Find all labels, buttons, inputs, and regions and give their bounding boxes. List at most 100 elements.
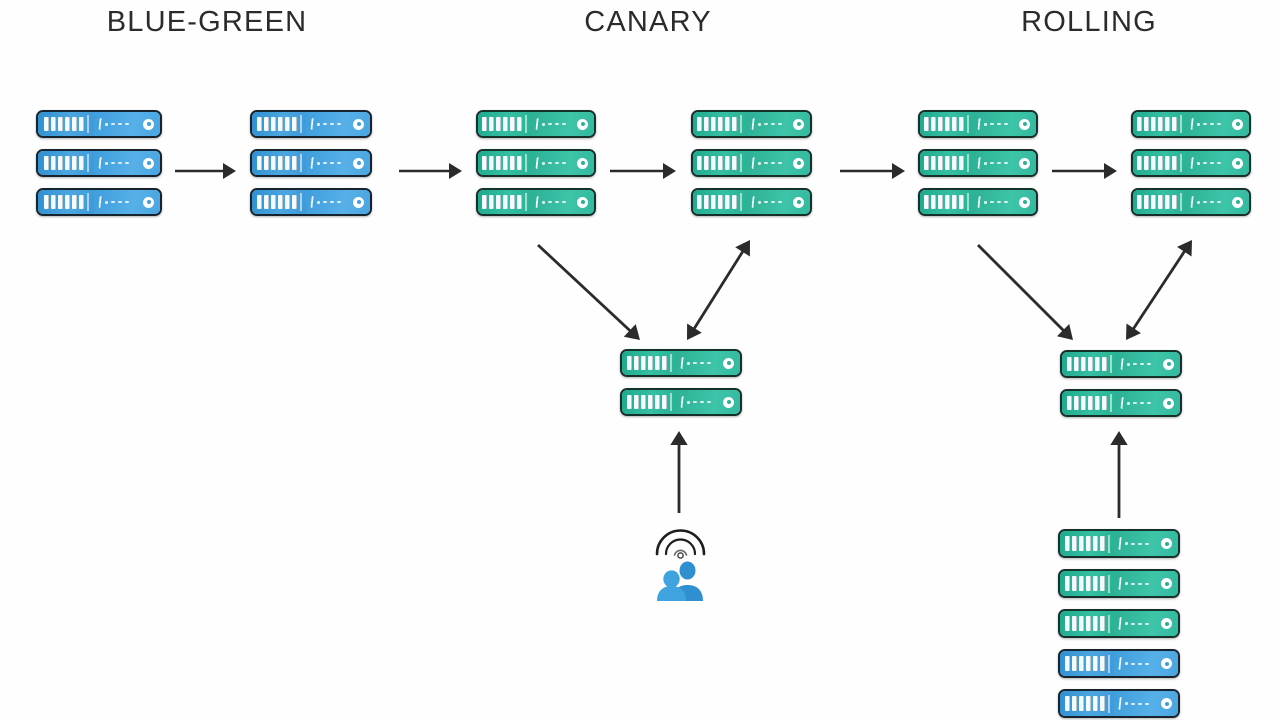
server-icon: [620, 349, 742, 377]
power-button-core: [146, 122, 151, 126]
drive-bay: [945, 117, 951, 131]
server-icon: [1058, 569, 1180, 598]
status-led: [1138, 662, 1143, 665]
drive-bay: [1085, 696, 1091, 711]
server-drive-bays: [920, 112, 974, 136]
status-led: [1138, 622, 1143, 625]
server-drive-bays: [1060, 531, 1115, 556]
status-leds: [317, 122, 350, 126]
server-drive-bays: [693, 151, 747, 175]
drive-bay: [704, 156, 710, 170]
power-button-core: [580, 122, 585, 126]
status-led: [330, 123, 335, 125]
status-led: [990, 201, 995, 203]
server-drive-bays: [1133, 151, 1187, 175]
drive-bay: [1101, 396, 1107, 410]
drive-bay: [263, 117, 269, 131]
power-button-core: [796, 161, 801, 165]
power-button-core: [1164, 701, 1169, 706]
drive-bay: [1172, 195, 1178, 209]
bay-divider: [967, 115, 970, 133]
status-led: [118, 123, 123, 125]
power-button-core: [146, 200, 151, 204]
server-drive-bays: [1060, 611, 1115, 636]
status-led: [542, 122, 546, 126]
power-button-icon: [143, 157, 154, 169]
drive-bay: [1099, 536, 1105, 551]
server-icon: [476, 188, 596, 216]
drive-bay: [517, 195, 523, 209]
status-led: [337, 201, 342, 203]
server-drive-bays: [1133, 112, 1187, 136]
server-front-panel: [746, 112, 810, 136]
server-front-panel: [306, 151, 370, 175]
status-led: [1125, 702, 1129, 705]
drive-bay: [1064, 656, 1070, 671]
server-front-panel: [1114, 571, 1178, 596]
power-button-core: [726, 361, 731, 365]
drive-bay: [1092, 536, 1098, 551]
server-drive-bays: [252, 112, 307, 136]
drive-bay: [64, 117, 70, 131]
drive-bay: [661, 356, 667, 370]
drive-bay: [1078, 616, 1084, 631]
status-leds: [757, 122, 790, 126]
drive-bay: [1151, 117, 1157, 131]
drive-bay: [1172, 156, 1178, 170]
server-drive-bays: [38, 151, 95, 175]
drive-bay: [71, 156, 77, 170]
drive-bay: [1158, 156, 1164, 170]
power-button-icon: [577, 118, 588, 130]
drive-bay: [1092, 696, 1098, 711]
server-front-panel: [531, 151, 594, 175]
drive-bay: [256, 195, 262, 209]
status-led: [1138, 542, 1143, 545]
bay-divider: [1107, 654, 1110, 673]
drive-bay: [1080, 396, 1086, 410]
bay-divider: [1107, 534, 1110, 553]
bay-divider: [740, 154, 743, 172]
drive-bay: [256, 156, 262, 170]
drive-bay: [697, 156, 703, 170]
drive-bay: [43, 156, 49, 170]
status-led: [337, 123, 342, 125]
status-leds: [687, 400, 720, 404]
server-icon: [691, 110, 812, 138]
server-front-panel: [1186, 112, 1249, 136]
server-icon: [1131, 110, 1251, 138]
server-front-panel: [1186, 190, 1249, 214]
drive-bay: [78, 117, 84, 131]
drive-bay: [291, 156, 297, 170]
drive-bay: [489, 195, 495, 209]
status-led: [555, 123, 560, 125]
status-leds: [317, 161, 350, 165]
bay-divider: [525, 193, 528, 211]
power-button-icon: [1019, 196, 1030, 208]
status-led: [1125, 622, 1129, 625]
drive-bay: [711, 117, 717, 131]
server-front-panel: [1114, 691, 1178, 716]
panel-latch-icon: [1118, 697, 1123, 710]
status-led: [763, 162, 768, 164]
drive-bay: [1137, 195, 1143, 209]
status-led: [1125, 662, 1129, 665]
server-icon: [1060, 389, 1182, 417]
users-people-icon: [657, 561, 703, 601]
server-front-panel: [973, 151, 1036, 175]
drive-bay: [284, 156, 290, 170]
drive-bay: [1137, 156, 1143, 170]
drive-bay: [256, 117, 262, 131]
bay-divider: [86, 154, 89, 172]
server-icon: [918, 188, 1038, 216]
power-button-icon: [793, 196, 804, 208]
drive-bay: [78, 156, 84, 170]
status-led: [1203, 162, 1208, 164]
drive-bay: [732, 156, 738, 170]
power-button-icon: [353, 118, 364, 130]
drive-bay: [1165, 117, 1171, 131]
status-led: [1133, 402, 1138, 404]
server-icon: [1058, 609, 1180, 638]
